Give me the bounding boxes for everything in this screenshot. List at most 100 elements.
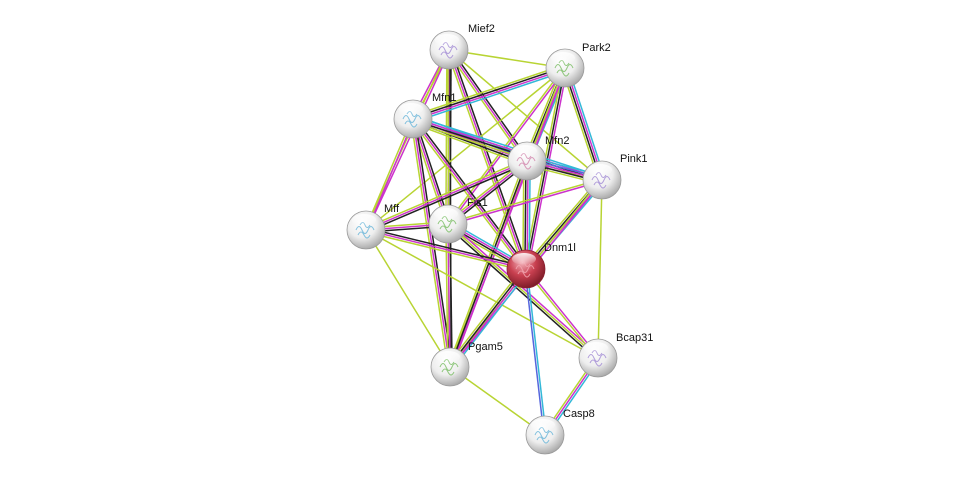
- evidence-line-magenta: [365, 160, 528, 231]
- edge-park2-mff[interactable]: [365, 67, 566, 231]
- evidence-line-yellowgreen: [411, 122, 526, 166]
- evidence-line-yellowgreen: [365, 229, 599, 359]
- evidence-line-black: [412, 66, 565, 119]
- evidence-line-yellowgreen: [446, 50, 526, 163]
- evidence-line-black: [414, 118, 453, 367]
- node-pink1[interactable]: Pink1: [582, 153, 648, 200]
- node-fis1[interactable]: Fis1: [428, 197, 488, 244]
- node-gloss: [512, 253, 536, 265]
- node-gloss: [352, 214, 376, 226]
- evidence-line-yellowgreen: [448, 49, 566, 69]
- node-label: Mfn2: [545, 135, 569, 147]
- evidence-line-yellowgreen: [365, 231, 526, 272]
- edge-mfn1-dnm1l[interactable]: [410, 117, 529, 271]
- edge-dnm1l-casp8[interactable]: [524, 268, 547, 436]
- node-label: Mff: [384, 203, 400, 215]
- evidence-line-yellowgreen: [365, 67, 566, 231]
- node-label: Pink1: [620, 153, 648, 165]
- evidence-line-magenta: [365, 229, 527, 270]
- evidence-line-yellowgreen: [364, 158, 527, 229]
- evidence-line-magenta: [366, 50, 451, 231]
- node-bcap31[interactable]: Bcap31: [578, 332, 653, 378]
- evidence-line-black: [450, 49, 529, 269]
- node-label: Mief2: [468, 23, 495, 35]
- evidence-line-magenta: [448, 221, 600, 357]
- evidence-line-yellowgreen: [597, 179, 603, 359]
- evidence-line-cyan: [567, 66, 606, 180]
- evidence-line-magenta: [448, 49, 527, 270]
- evidence-line-cyan: [451, 270, 530, 370]
- nodes-layer: Mief2Park2Mfn1Mfn2Pink1Fis1MffDnm1lBcap3…: [346, 23, 653, 455]
- evidence-line-yellowgreen: [447, 178, 602, 224]
- edge-mief2-pink1[interactable]: [448, 49, 603, 181]
- evidence-line-yellowgreen: [561, 68, 600, 182]
- node-gloss: [531, 419, 555, 431]
- node-park2[interactable]: Park2: [545, 42, 611, 88]
- evidence-line-blue: [524, 269, 545, 436]
- node-mff[interactable]: Mff: [346, 203, 400, 250]
- evidence-line-yellowgreen: [446, 266, 525, 366]
- evidence-line-yellowgreen: [448, 49, 603, 181]
- node-label: Pgam5: [468, 341, 503, 353]
- evidence-line-black: [563, 68, 602, 181]
- evidence-line-magenta: [412, 118, 451, 368]
- evidence-line-magenta: [366, 119, 415, 231]
- edge-mief2-dnm1l[interactable]: [446, 49, 529, 270]
- node-mief2[interactable]: Mief2: [429, 23, 495, 70]
- evidence-line-magenta: [413, 117, 603, 180]
- node-gloss: [588, 164, 612, 176]
- evidence-line-black: [412, 119, 602, 182]
- node-gloss: [434, 208, 458, 220]
- evidence-line-cyan: [413, 70, 567, 123]
- evidence-line-yellowgreen: [365, 229, 451, 368]
- edge-mief2-mff[interactable]: [364, 49, 451, 231]
- edge-park2-pink1[interactable]: [561, 66, 606, 182]
- evidence-line-yellowgreen: [411, 64, 565, 117]
- evidence-line-black: [366, 162, 529, 233]
- evidence-line-black: [450, 48, 530, 161]
- evidence-line-magenta: [412, 118, 527, 270]
- node-gloss: [513, 145, 537, 157]
- node-label: Casp8: [563, 408, 595, 420]
- evidence-line-magenta: [448, 180, 603, 226]
- edge-mief2-park2[interactable]: [448, 49, 566, 69]
- node-gloss: [551, 52, 575, 64]
- edge-mff-bcap31[interactable]: [365, 229, 599, 359]
- evidence-line-yellowgreen: [364, 118, 413, 230]
- evidence-line-black: [366, 227, 527, 268]
- node-label: Dnm1l: [544, 242, 576, 254]
- edge-fis1-bcap31[interactable]: [446, 221, 600, 361]
- evidence-line-yellowgreen: [410, 119, 525, 271]
- evidence-line-magenta: [450, 269, 528, 369]
- edge-park2-mfn1[interactable]: [411, 64, 567, 123]
- node-casp8[interactable]: Casp8: [525, 408, 595, 455]
- evidence-line-magenta: [565, 67, 604, 180]
- node-label: Fis1: [467, 197, 488, 209]
- edge-mfn2-mff[interactable]: [364, 158, 529, 233]
- evidence-line-black: [446, 225, 598, 361]
- node-mfn1[interactable]: Mfn1: [393, 92, 456, 139]
- edge-pink1-fis1[interactable]: [447, 178, 603, 226]
- evidence-line-cyan: [526, 268, 547, 435]
- node-dnm1l[interactable]: Dnm1l: [506, 242, 576, 289]
- evidence-line-magenta: [413, 68, 566, 121]
- edge-dnm1l-pgam5[interactable]: [446, 266, 530, 370]
- node-gloss: [435, 34, 459, 46]
- edge-pgam5-casp8[interactable]: [449, 366, 546, 436]
- edge-mff-dnm1l[interactable]: [365, 227, 527, 272]
- evidence-line-magenta: [448, 49, 528, 162]
- evidence-line-black: [414, 117, 529, 269]
- node-label: Bcap31: [616, 332, 653, 344]
- edge-pink1-bcap31[interactable]: [597, 179, 603, 359]
- node-mfn2[interactable]: Mfn2: [507, 135, 569, 181]
- edge-mfn1-mff[interactable]: [364, 118, 415, 231]
- edge-mief2-mfn2[interactable]: [446, 48, 530, 163]
- evidence-line-yellowgreen: [447, 223, 599, 359]
- node-label: Mfn1: [432, 92, 456, 104]
- evidence-line-yellowgreen: [446, 50, 525, 270]
- evidence-line-black: [448, 267, 526, 367]
- edge-mff-pgam5[interactable]: [365, 229, 451, 368]
- node-pgam5[interactable]: Pgam5: [430, 341, 503, 387]
- edge-mfn1-pink1[interactable]: [411, 115, 604, 184]
